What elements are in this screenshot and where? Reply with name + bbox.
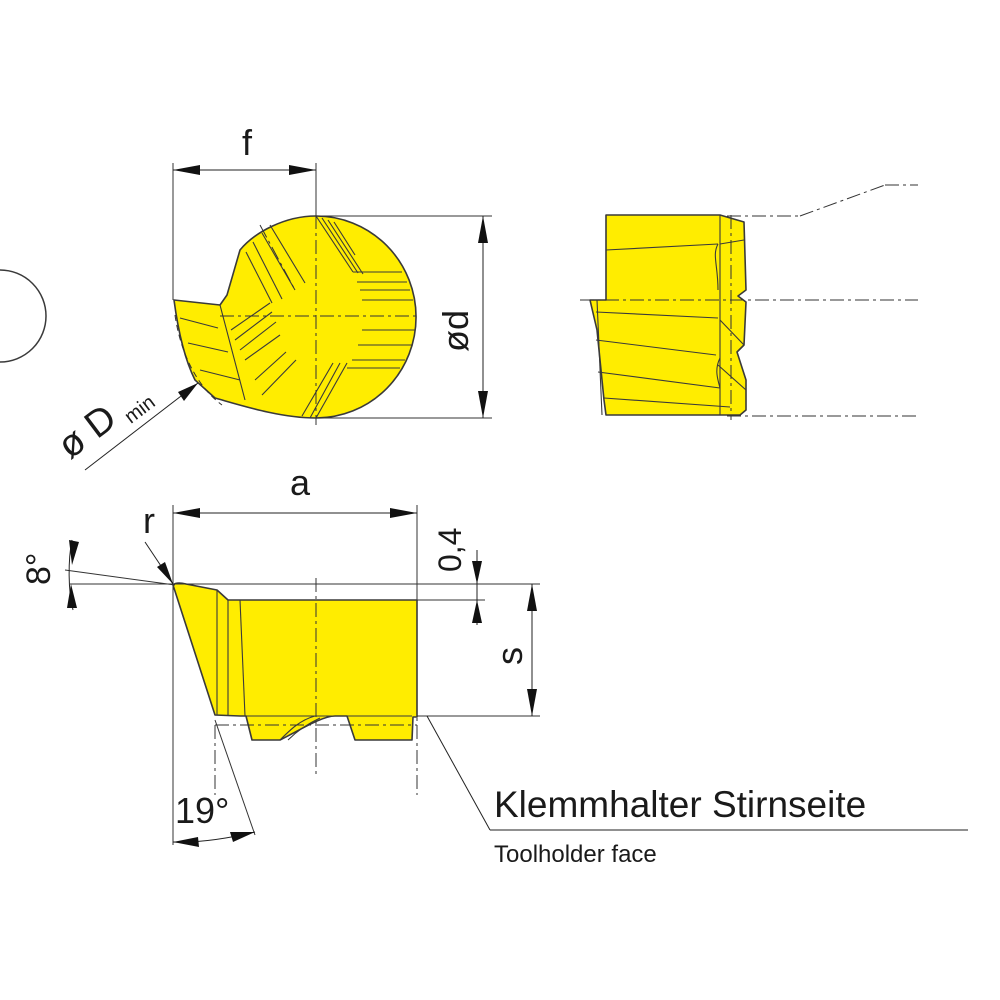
callout-english-label: Toolholder face — [494, 841, 657, 868]
dim-0-4-label: 0,4 — [432, 528, 468, 572]
dim-s-label: s — [489, 647, 530, 665]
profile-view-insert — [64, 505, 968, 847]
angle-8-label: 8° — [20, 552, 58, 585]
dim-a-label: a — [290, 462, 311, 503]
angle-19-label: 19° — [175, 790, 229, 831]
dim-dmin-label: ø D — [50, 397, 124, 467]
dim-dmin-subscript: min — [120, 391, 159, 428]
dim-f-label: f — [242, 122, 253, 163]
side-view-insert — [580, 184, 918, 420]
dim-d-label: ød — [435, 310, 476, 352]
callout-german-label: Klemmhalter Stirnseite — [494, 784, 866, 825]
dim-r-label: r — [143, 500, 155, 541]
front-view-insert — [0, 163, 492, 471]
